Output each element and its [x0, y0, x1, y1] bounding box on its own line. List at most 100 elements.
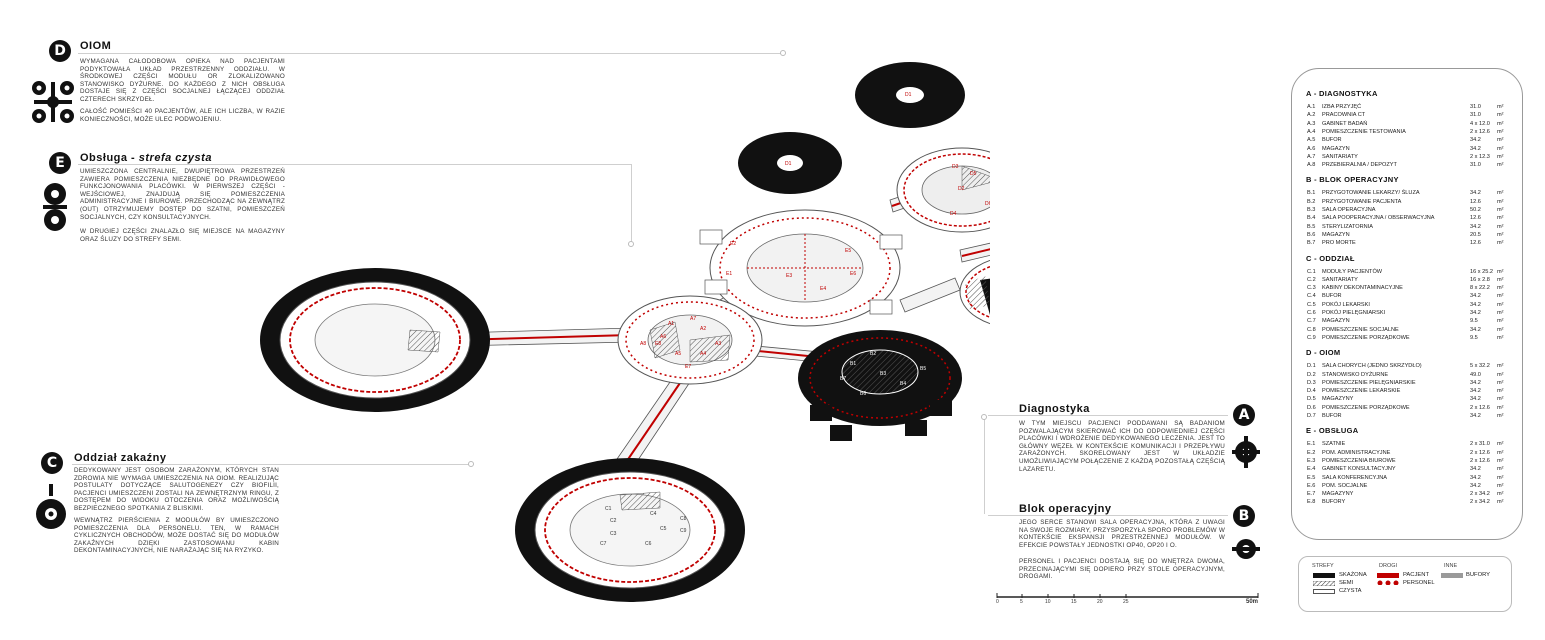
program-name: Stanowisko dyżurne — [1322, 371, 1389, 378]
program-name: Magazyn — [1322, 318, 1350, 325]
program-val: 34.2 — [1470, 293, 1481, 300]
plan-label: E4 — [820, 286, 826, 292]
program-unit: m² — [1497, 198, 1504, 205]
program-name: Przygotowanie lekarzy/ śluza — [1322, 190, 1420, 197]
program-val: 31.0 — [1470, 104, 1481, 110]
program-val: 2 x 12.6 — [1470, 128, 1490, 135]
program-unit: m² — [1497, 162, 1504, 169]
diagnostic-cluster — [617, 295, 763, 385]
program-val: 9.5 — [1470, 334, 1478, 341]
program-code: A.8 — [1307, 162, 1316, 169]
program-name: Pom. socjalne — [1322, 482, 1368, 489]
oiom-cluster — [738, 62, 990, 325]
program-row: C.3Kabiny dekontaminacyjne8 x 22.2m² — [1307, 285, 1505, 293]
program-code: E.3 — [1307, 457, 1316, 464]
section-b-text-1: Jego serce stanowi sala operacyjna, któr… — [1019, 519, 1225, 549]
program-code: B.1 — [1307, 190, 1316, 197]
section-e-rule-end — [628, 241, 634, 247]
program-unit: m² — [1497, 363, 1504, 370]
plan-label: D5 — [970, 171, 977, 177]
program-unit: m² — [1497, 449, 1504, 456]
program-val: 34.2 — [1470, 223, 1481, 230]
section-e-text-2: W drugiej części znalazło się miejsce na… — [80, 228, 285, 243]
program-unit: m² — [1497, 231, 1504, 238]
program-unit: m² — [1497, 499, 1504, 506]
legend-swatch-skazona — [1313, 573, 1335, 578]
plan-label: C5 — [660, 526, 667, 532]
program-name: Sala operacyjna — [1322, 207, 1376, 213]
plan-label: B3 — [880, 371, 886, 377]
plan-label: B7 — [840, 376, 846, 382]
scale-tick-label: 15 — [1071, 599, 1077, 605]
site-plan: D1 D1 D1 D1 D2 D3 D4 D5 D6 D7 E1 E2 E3 E… — [260, 62, 990, 602]
program-code: B.4 — [1307, 215, 1316, 222]
program-val: 34.2 — [1470, 310, 1481, 316]
plan-label: C9 — [680, 528, 687, 534]
program-val: 5 x 32.2 — [1470, 363, 1490, 370]
plan-label: B2 — [870, 351, 876, 357]
program-name: Sala chorych (jedno skrzydło) — [1322, 363, 1422, 370]
section-b-badge: B — [1233, 505, 1255, 527]
program-val: 34.2 — [1470, 474, 1481, 481]
scale-bar: 0 5 10 15 20 25 50m — [996, 592, 1261, 608]
service-cluster — [699, 209, 903, 327]
program-val: 34.2 — [1470, 482, 1481, 489]
program-val: 31.0 — [1470, 162, 1481, 169]
program-row: B.7Pro morte12.6m² — [1307, 240, 1505, 248]
program-name: Pomieszczenie lekarskie — [1322, 388, 1401, 395]
scale-bar-graphic — [996, 593, 1259, 598]
program-name: Moduły pacjentów — [1322, 268, 1383, 275]
plan-label: D1 — [785, 161, 792, 167]
program-unit: m² — [1497, 466, 1504, 473]
plan-label: D4 — [950, 211, 957, 217]
section-d-rule — [78, 53, 781, 54]
program-val: 16 x 25.2 — [1470, 268, 1494, 275]
plan-label: A6 — [660, 334, 666, 340]
plan-label: E2 — [730, 241, 736, 247]
plan-label: B1 — [850, 361, 856, 367]
program-name: Pomieszczenie pielęgniarskie — [1322, 379, 1416, 386]
legend-swatch-semi — [1313, 581, 1335, 586]
plan-label: D3 — [952, 164, 959, 170]
program-row: B.1Przygotowanie lekarzy/ śluza34.2m² — [1307, 190, 1505, 198]
section-ab-vrule-end — [981, 414, 987, 420]
plan-label: A3 — [715, 341, 721, 347]
program-row: C.7Magazyn9.5m² — [1307, 318, 1505, 326]
program-unit: m² — [1497, 482, 1504, 489]
surgery-cluster — [798, 330, 962, 441]
section-ab-vrule — [984, 418, 985, 514]
program-name: Bufor — [1322, 293, 1342, 300]
program-name: Bufor — [1322, 137, 1342, 144]
legend-label-bufory: BUFORY — [1466, 572, 1491, 578]
legend-label-czysta: CZYSTA — [1339, 588, 1362, 594]
ward-cluster-left — [260, 268, 490, 412]
program-code: A.1 — [1307, 104, 1316, 110]
program-val: 34.2 — [1470, 388, 1481, 395]
program-val: 8 x 22.2 — [1470, 285, 1490, 292]
legend-swatch-bufory — [1441, 573, 1463, 578]
program-code: C.3 — [1307, 285, 1316, 292]
diagnostic-module-icon — [1232, 436, 1260, 468]
program-name: Gabinet konsultacyjny — [1322, 466, 1396, 473]
program-val: 34.2 — [1470, 326, 1481, 333]
program-val: 34.2 — [1470, 379, 1481, 386]
program-row: E.4Gabinet konsultacyjny34.2m² — [1307, 466, 1505, 474]
ward-module-icon — [36, 484, 66, 529]
section-b-text-2: Personel i pacjenci dostają się do wnętr… — [1019, 558, 1225, 581]
plan-label: C2 — [610, 518, 617, 524]
plan-label: A1 — [668, 321, 674, 327]
section-c-rule-end — [468, 461, 474, 467]
section-b-rule — [988, 515, 1228, 516]
plan-label: D1 — [905, 92, 912, 98]
program-row: C.6Pokój pielęgniarski34.2m² — [1307, 310, 1505, 318]
program-code: C.9 — [1307, 334, 1316, 341]
program-unit: m² — [1497, 396, 1504, 403]
program-unit: m² — [1497, 457, 1504, 464]
program-row: C.9Pomieszczenie porządkowe9.5m² — [1307, 335, 1505, 343]
program-code: D.2 — [1307, 371, 1316, 378]
plan-label: C3 — [610, 531, 617, 537]
program-name: Kabiny dekontaminacyjne — [1322, 285, 1403, 292]
section-d-badge: D — [49, 40, 71, 62]
plan-label: D6 — [985, 201, 990, 207]
program-unit: m² — [1497, 207, 1504, 213]
